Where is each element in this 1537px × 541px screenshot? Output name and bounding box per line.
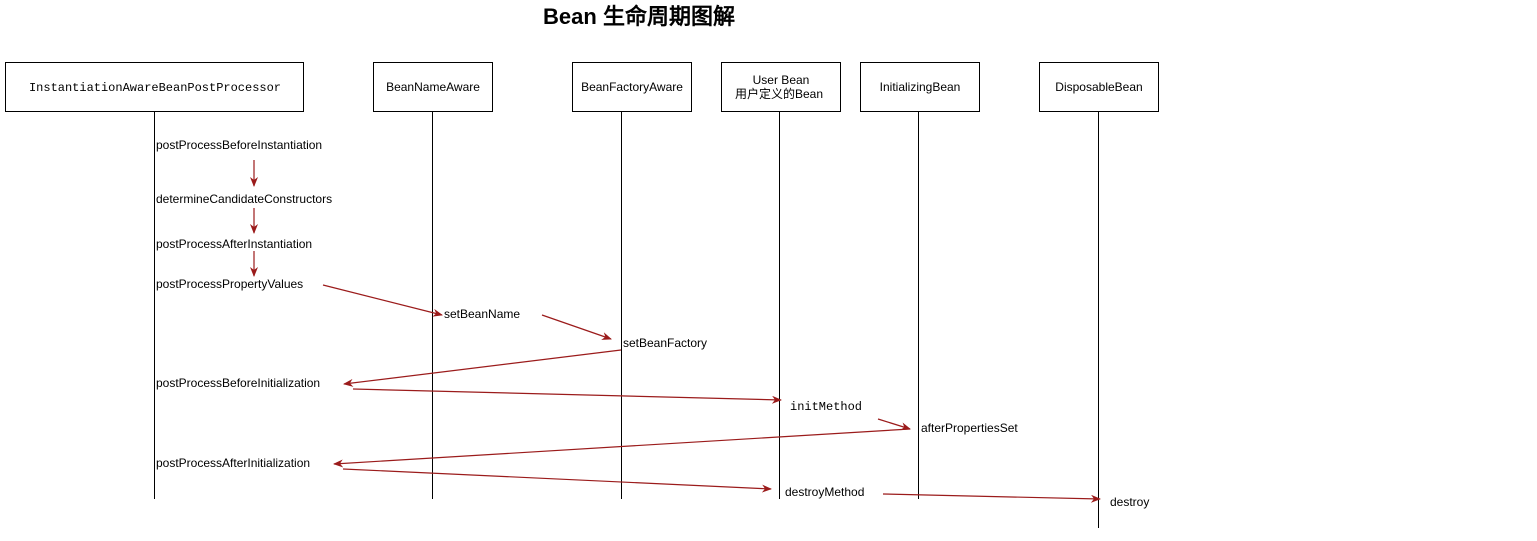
call-set-bean-factory: setBeanFactory: [623, 336, 707, 350]
participant-instantiation-aware-bean-post-processor: InstantiationAwareBeanPostProcessor: [5, 62, 304, 112]
call-post-process-before-initialization: postProcessBeforeInitialization: [156, 376, 320, 390]
participant-bean-factory-aware: BeanFactoryAware: [572, 62, 692, 112]
call-post-process-after-initialization: postProcessAfterInitialization: [156, 456, 310, 470]
call-post-process-before-instantiation: postProcessBeforeInstantiation: [156, 138, 322, 152]
participant-label: User Bean: [753, 73, 810, 87]
participant-sublabel: 用户定义的Bean: [735, 86, 823, 101]
arrow-to-destroy-method: [342, 468, 772, 493]
call-post-process-after-instantiation: postProcessAfterInstantiation: [156, 237, 312, 251]
call-after-properties-set: afterPropertiesSet: [921, 421, 1018, 435]
participant-label: BeanFactoryAware: [581, 80, 683, 94]
participant-user-bean: User Bean 用户定义的Bean: [721, 62, 841, 112]
call-init-method: initMethod: [790, 400, 862, 414]
call-destroy: destroy: [1110, 495, 1149, 509]
participant-label: DisposableBean: [1055, 80, 1142, 94]
participant-disposable-bean: DisposableBean: [1039, 62, 1159, 112]
participant-label: InitializingBean: [880, 80, 961, 94]
arrow-to-post-process-after-initialization: [333, 428, 911, 468]
call-determine-candidate-constructors: determineCandidateConstructors: [156, 192, 332, 206]
participant-initializing-bean: InitializingBean: [860, 62, 980, 112]
call-destroy-method: destroyMethod: [785, 485, 864, 499]
call-post-process-property-values: postProcessPropertyValues: [156, 277, 303, 291]
participant-label: InstantiationAwareBeanPostProcessor: [29, 81, 281, 95]
participant-label: BeanNameAware: [386, 80, 480, 94]
arrow-to-init-method: [352, 388, 782, 404]
participant-bean-name-aware: BeanNameAware: [373, 62, 493, 112]
arrow-to-set-bean-factory: [541, 314, 612, 340]
arrow-to-after-properties-set: [877, 418, 911, 431]
arrow-to-destroy: [882, 493, 1101, 503]
diagram-title: Bean 生命周期图解: [543, 4, 735, 29]
arrow-to-post-process-before-initialization: [343, 349, 622, 387]
call-set-bean-name: setBeanName: [444, 307, 520, 321]
arrow-to-set-bean-name: [322, 284, 443, 317]
